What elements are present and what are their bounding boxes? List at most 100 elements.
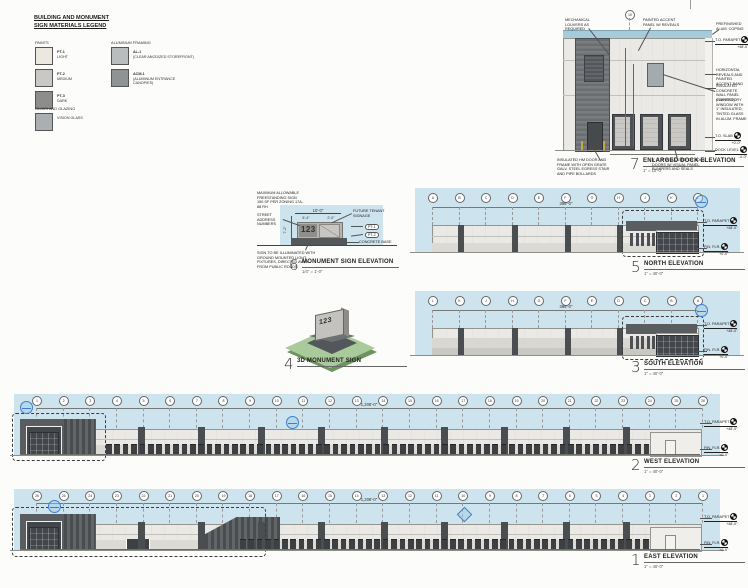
grid-bubble: 6 bbox=[564, 491, 575, 501]
grid-bubble: 22 bbox=[591, 396, 602, 406]
grid-bubble: 1 bbox=[32, 396, 42, 406]
grid-drop-line bbox=[595, 503, 597, 523]
pilaster bbox=[381, 427, 388, 455]
dock-door bbox=[593, 444, 599, 456]
material-desc: (CLEAR ANODIZED STOREFRONT) bbox=[133, 54, 194, 59]
overall-dimension: 388'-0" bbox=[559, 304, 573, 309]
view-number: 6 bbox=[289, 256, 299, 274]
overall-dimension: 1,208'-0" bbox=[360, 497, 378, 502]
grid-bubble: 26 bbox=[32, 491, 42, 501]
grid-bubble: K bbox=[454, 296, 465, 306]
datum-target-icon bbox=[721, 243, 729, 250]
dock-door bbox=[391, 539, 397, 551]
window-strip bbox=[646, 336, 650, 349]
grid-bubble: 23 bbox=[618, 396, 629, 406]
grid-bubble: A bbox=[428, 193, 438, 203]
leader-line bbox=[700, 449, 712, 450]
datum-row: FIN. FLR. bbox=[704, 346, 729, 355]
dock-door bbox=[559, 444, 566, 456]
mechanical-louver bbox=[584, 55, 604, 82]
view-scale: 1" = 40'-0" bbox=[644, 564, 664, 569]
dock-door bbox=[332, 539, 338, 551]
grid-drop-line bbox=[329, 503, 331, 523]
grid-drop-line bbox=[382, 408, 384, 428]
wall-base-band bbox=[432, 348, 697, 355]
grid-bubble: 12 bbox=[404, 491, 415, 501]
callout-concrete-base: CONCRETE BASE bbox=[359, 240, 392, 244]
grid-bubble: 25 bbox=[58, 491, 69, 501]
datum-value: +0'-0" bbox=[719, 547, 729, 552]
pilaster bbox=[138, 427, 145, 455]
leader-line bbox=[700, 423, 712, 424]
pilaster bbox=[623, 427, 630, 455]
grid-drop-line bbox=[36, 408, 37, 428]
dock-door bbox=[374, 539, 380, 551]
dock-door bbox=[282, 539, 288, 551]
grid-drop-line bbox=[115, 503, 117, 523]
grid-drop-line bbox=[538, 207, 539, 225]
dock-door bbox=[198, 444, 204, 456]
view-title: 3D MONUMENT SIGN bbox=[297, 358, 407, 367]
grid-drop-line bbox=[591, 310, 592, 328]
detail-dashed-box bbox=[12, 507, 266, 557]
dock-door bbox=[248, 539, 254, 551]
leader-line bbox=[705, 88, 716, 89]
dock-door bbox=[542, 539, 548, 551]
dock-door bbox=[256, 539, 263, 551]
grid-drop-line bbox=[249, 408, 251, 428]
leader-line bbox=[705, 151, 715, 152]
dock-door bbox=[156, 444, 162, 456]
callout-max-sign-area: MAXIMUM ALLOWABLE FREESTANDING SIGN 150 … bbox=[257, 191, 303, 210]
material-swatch bbox=[111, 47, 129, 65]
dim-overall: 10'-0" bbox=[312, 208, 324, 213]
grid-bubble: 20 bbox=[191, 491, 202, 501]
dock-door bbox=[382, 539, 389, 551]
dock-door bbox=[206, 444, 213, 456]
entrance-storefront bbox=[656, 335, 699, 357]
ground-line bbox=[555, 150, 717, 151]
grid-bubble: 11 bbox=[298, 396, 309, 406]
material-swatch bbox=[35, 91, 53, 109]
detail-marker-circle bbox=[48, 500, 61, 513]
grid-bubble: 3 bbox=[644, 491, 655, 501]
material-tag: PT-2 bbox=[57, 72, 65, 76]
grid-drop-line bbox=[515, 503, 517, 523]
pilaster bbox=[318, 522, 325, 550]
wall-cut-strip bbox=[705, 38, 713, 150]
wall-reveal bbox=[432, 236, 697, 237]
dock-door bbox=[509, 444, 515, 456]
legend-item-label: AL-1(CLEAR ANODIZED STOREFRONT) bbox=[133, 50, 195, 59]
pilaster bbox=[258, 427, 265, 455]
datum-label: T.O. PARAPET bbox=[704, 321, 730, 326]
datum-value: +0'-0" bbox=[719, 251, 729, 256]
dock-door bbox=[559, 539, 565, 551]
entrance-louver-panel bbox=[64, 514, 95, 550]
callout-clerestory: CLERESTORY WINDOW WITH 1" INSULATED, TIN… bbox=[716, 98, 747, 121]
grid-drop-line bbox=[538, 310, 539, 328]
view-title: ENLARGED DOCK ELEVATION bbox=[643, 158, 744, 167]
datum-label: DOCK LEVEL bbox=[715, 147, 739, 152]
datum-value: +48'-0" bbox=[737, 44, 748, 49]
view-number: 2 bbox=[631, 456, 641, 474]
grid-bubble: 24 bbox=[644, 396, 655, 406]
callout-street-numbers: STREET ADDRESS NUMBERS bbox=[257, 213, 276, 227]
grid-bubble: C bbox=[640, 296, 650, 306]
entrance-header-band bbox=[626, 324, 697, 334]
grid-drop-line bbox=[142, 408, 144, 428]
leader-line bbox=[712, 29, 720, 35]
grid-bubble: 21 bbox=[165, 491, 176, 501]
dock-door bbox=[265, 444, 272, 456]
datum-value: +48'-0" bbox=[726, 328, 738, 333]
dock-door bbox=[265, 539, 271, 551]
dim-height: 7'-2" bbox=[282, 226, 287, 234]
grid-bubble: 14 bbox=[351, 491, 362, 501]
leader-line bbox=[697, 325, 707, 326]
datum-row: FIN. FLR. bbox=[704, 444, 729, 453]
detail-dashed-box bbox=[622, 210, 704, 257]
overall-dimension: 388'-0" bbox=[559, 201, 573, 206]
view-number: 4 bbox=[284, 355, 294, 373]
pilaster bbox=[565, 328, 571, 355]
material-swatch bbox=[35, 47, 53, 65]
